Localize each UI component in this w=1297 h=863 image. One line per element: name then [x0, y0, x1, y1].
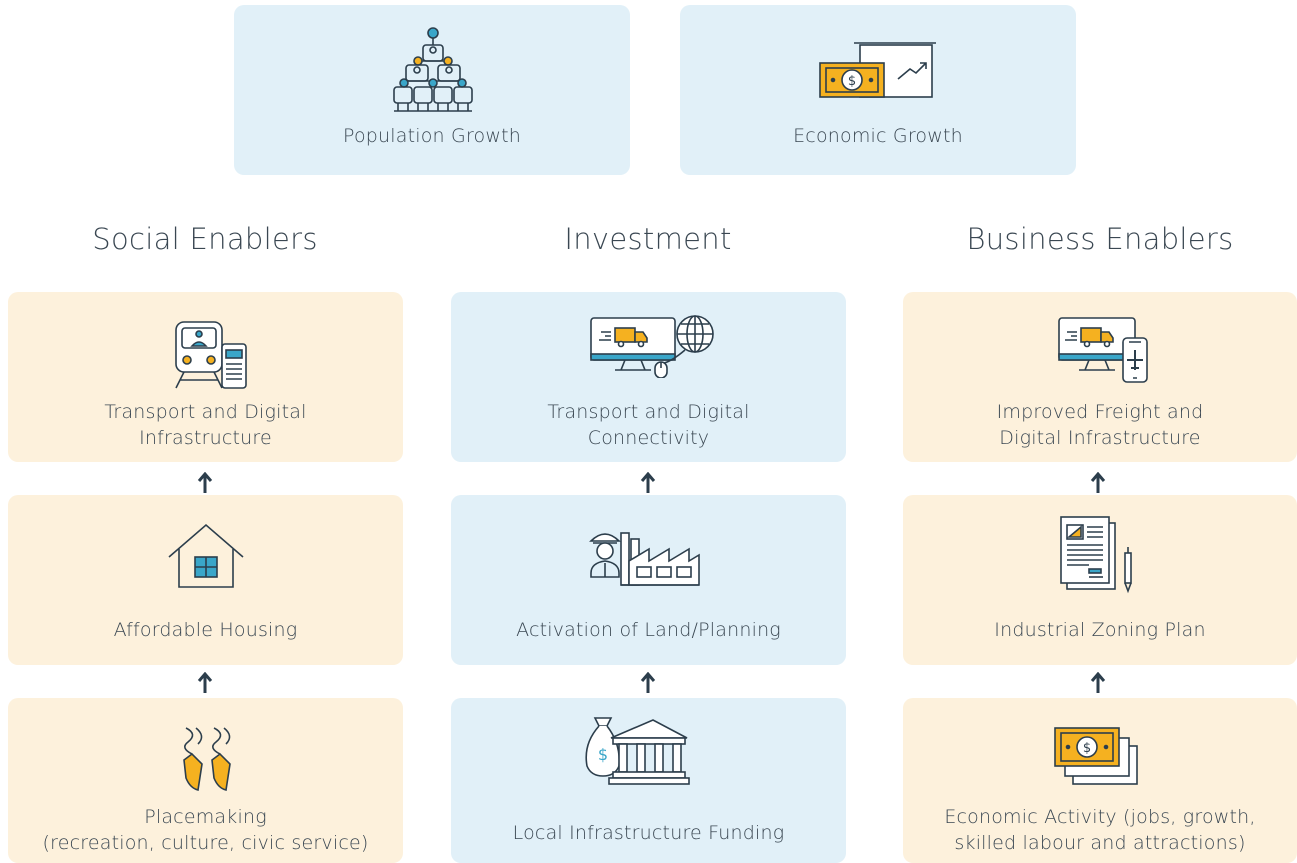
worker-factory-icon	[589, 532, 700, 586]
svg-text:$: $	[598, 745, 608, 764]
svg-text:$: $	[1083, 741, 1091, 756]
card-transport-digital-infrastructure-label: Transport and Digital Infrastructure	[8, 399, 403, 451]
card-transport-digital-connectivity: Transport and Digital Connectivity	[451, 292, 846, 462]
card-improved-freight-digital-infrastructure-label: Improved Freight and Digital Infrastruct…	[903, 399, 1297, 451]
population-growth-label: Population Growth	[342, 125, 522, 147]
banknotes-icon: $	[1054, 727, 1138, 785]
population-growth-card: Population Growth	[234, 5, 630, 175]
card-transport-digital-connectivity-label: Transport and Digital Connectivity	[451, 399, 846, 451]
label-line: Transport and Digital	[104, 401, 307, 423]
card-local-infrastructure-funding: $ Local Infrastructure Funding	[451, 698, 846, 863]
label-line: Improved Freight and	[996, 401, 1204, 423]
label-line: Transport and Digital	[547, 401, 750, 423]
arrow-up-icon	[640, 472, 656, 494]
arrow-up-icon	[197, 672, 213, 694]
arrow-up-icon	[1090, 672, 1106, 694]
card-local-infrastructure-funding-label: Local Infrastructure Funding	[512, 822, 785, 844]
arrow-up-icon	[640, 672, 656, 694]
card-economic-activity-label: Economic Activity (jobs, growth, skilled…	[903, 804, 1297, 856]
card-activation-land-planning-label: Activation of Land/Planning	[516, 619, 781, 641]
arrow-up-icon	[197, 472, 213, 494]
label-line: Digital Infrastructure	[999, 427, 1201, 449]
label-line: Connectivity	[587, 427, 710, 449]
house-icon	[168, 523, 244, 588]
economic-growth-card: $ Economic Growth	[680, 5, 1076, 175]
label-line: skilled labour and attractions)	[954, 832, 1246, 854]
card-affordable-housing-label: Affordable Housing	[113, 619, 298, 641]
card-affordable-housing: Affordable Housing	[8, 495, 403, 665]
economic-growth-label: Economic Growth	[793, 125, 963, 147]
card-transport-digital-infrastructure: Transport and Digital Infrastructure	[8, 292, 403, 462]
money-bag-bank-icon: $	[585, 717, 690, 785]
card-industrial-zoning-plan: Industrial Zoning Plan	[903, 495, 1297, 665]
people-pyramid-icon	[393, 27, 473, 112]
heading-investment: Investment	[564, 222, 732, 256]
card-placemaking-label: Placemaking (recreation, culture, civic …	[8, 804, 403, 856]
monitor-truck-plane-icon	[1058, 317, 1148, 383]
label-line: Placemaking	[144, 806, 267, 828]
svg-text:$: $	[848, 74, 856, 89]
train-phone-icon	[175, 321, 247, 389]
card-placemaking: Placemaking (recreation, culture, civic …	[8, 698, 403, 863]
monitor-truck-globe-icon	[590, 315, 714, 378]
heading-social-enablers: Social Enablers	[92, 222, 318, 256]
document-pen-icon	[1060, 516, 1132, 594]
card-industrial-zoning-plan-label: Industrial Zoning Plan	[994, 619, 1206, 641]
arrow-up-icon	[1090, 472, 1106, 494]
heading-business-enablers: Business Enablers	[966, 222, 1234, 256]
ballet-shoes-icon	[183, 727, 231, 791]
money-chart-icon: $	[819, 42, 936, 98]
card-improved-freight-digital-infrastructure: Improved Freight and Digital Infrastruct…	[903, 292, 1297, 462]
label-line: Economic Activity (jobs, growth,	[944, 806, 1256, 828]
card-activation-land-planning: Activation of Land/Planning	[451, 495, 846, 665]
label-line: Infrastructure	[139, 427, 272, 449]
card-economic-activity: $ Economic Activity (jobs, growth, skill…	[903, 698, 1297, 863]
label-line: (recreation, culture, civic service)	[42, 832, 369, 854]
